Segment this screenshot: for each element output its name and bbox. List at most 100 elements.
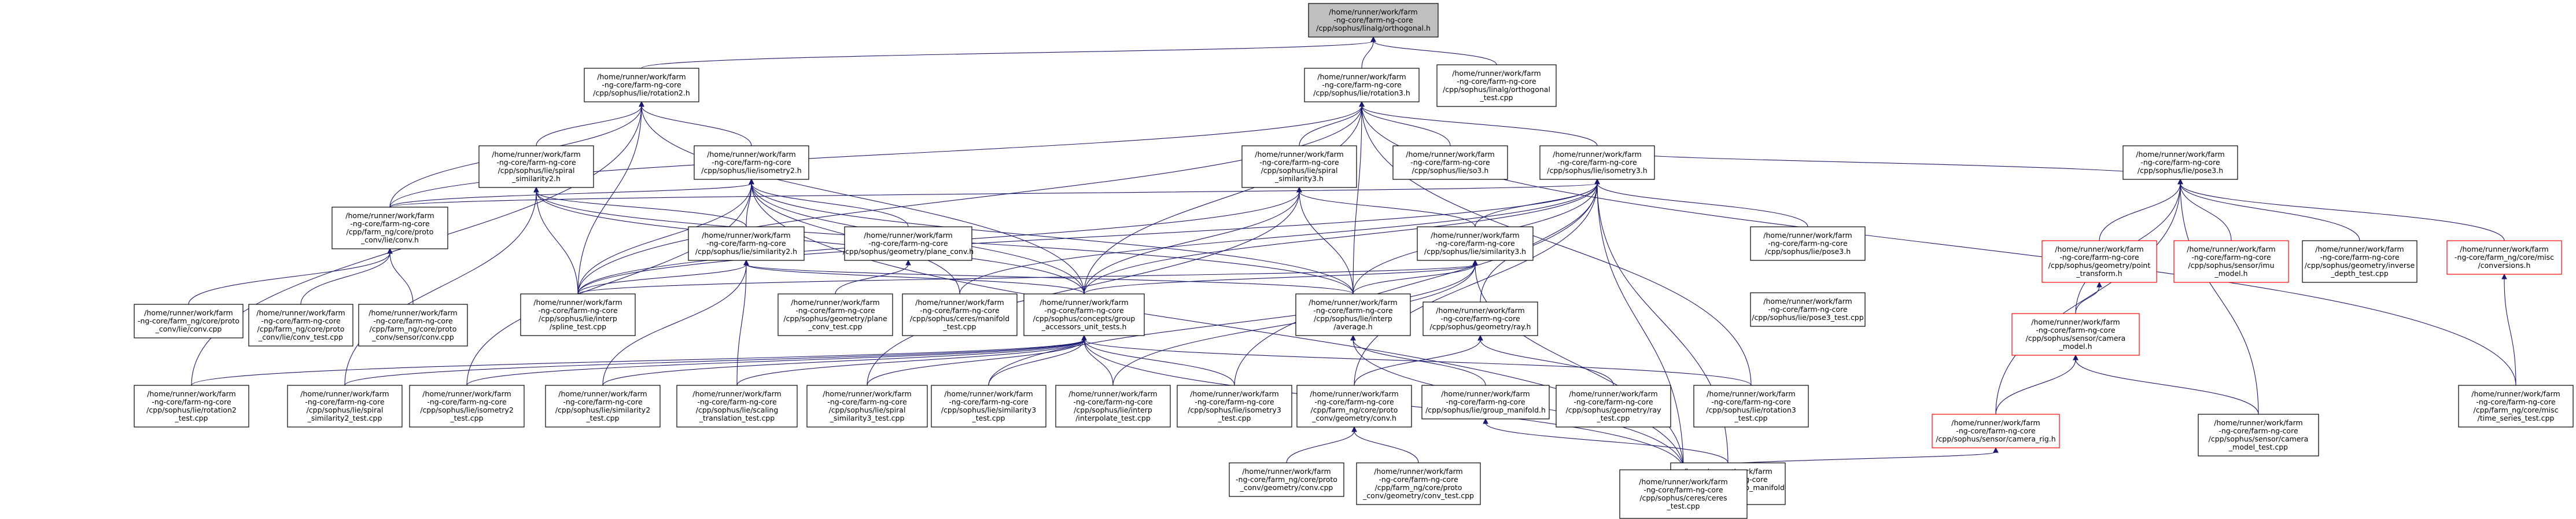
node-label-line: -ng-core/farm-ng-core: [1557, 158, 1637, 167]
graph-node[interactable]: /home/runner/work/farm-ng-core/farm-ng-c…: [287, 385, 403, 428]
graph-node[interactable]: /home/runner/work/farm-ng-core/farm_ng/c…: [2446, 240, 2562, 275]
node-label-line: /home/runner/work/farm: [1190, 389, 1278, 398]
graph-node[interactable]: /home/runner/work/farm-ng-core/farm-ng-c…: [409, 385, 525, 428]
graph-node[interactable]: /home/runner/work/farm-ng-core/farm-ng-c…: [331, 207, 448, 249]
graph-node[interactable]: /home/runner/work/farm-ng-core/farm-ng-c…: [1295, 293, 1411, 336]
node-label-line: /cpp/sophus/lie/pose3_test.cpp: [1752, 313, 1863, 322]
node-label-line: /conversions.h: [2478, 261, 2531, 270]
node-label-line: -ng-core/farm-ng-core: [1073, 397, 1153, 406]
graph-node[interactable]: /home/runner/work/farm-ng-core/farm-ng-c…: [2458, 385, 2574, 428]
edge-line: [2075, 286, 2100, 314]
node-label-line: _test.cpp: [1480, 93, 1513, 102]
graph-node[interactable]: /home/runner/work/farm-ng-core/farm-ng-c…: [1417, 226, 1534, 261]
node-box: [331, 207, 448, 249]
node-label-line: _transform.h: [2076, 269, 2122, 278]
graph-node[interactable]: /home/runner/work/farm-ng-core/farm-ng-c…: [1750, 226, 1866, 261]
edge-line: [641, 41, 1374, 69]
graph-node[interactable]: /home/runner/work/farm-ng-core/farm_ng/c…: [134, 304, 244, 338]
node-label-line: /home/runner/work/farm: [2315, 245, 2404, 253]
graph-node[interactable]: /home/runner/work/farm-ng-core/farm-ng-c…: [688, 226, 805, 261]
graph-node[interactable]: /home/runner/work/farm-ng-core/farm-ng-c…: [694, 145, 809, 180]
node-box: [694, 145, 809, 180]
graph-node[interactable]: /home/runner/work/farm-ng-core/farm-ng-c…: [1296, 385, 1412, 428]
node-box: [1693, 385, 1809, 428]
edge-line: [2180, 183, 2232, 241]
graph-node[interactable]: /home/runner/work/farm-ng-core/farm-ng-c…: [1436, 64, 1557, 107]
node-label-line: /cpp/sophus/ceres/manifold: [910, 314, 1009, 323]
edge-line: [466, 339, 1085, 386]
edge-line: [1084, 339, 1235, 386]
graph-node[interactable]: /home/runner/work/farm-ng-core/farm-ng-c…: [2302, 240, 2417, 283]
edge-line: [389, 105, 1362, 208]
edge-line: [835, 264, 909, 295]
node-box: [806, 385, 928, 428]
edge-line: [577, 105, 1362, 295]
graph-node[interactable]: /home/runner/work/farm-ng-core/farm-ng-c…: [584, 68, 699, 102]
graph-node[interactable]: /home/runner/work/farm-ng-core/farm-ng-c…: [1241, 145, 1357, 188]
edge-arrowhead: [1472, 259, 1478, 266]
dependency-edge: [2073, 354, 2259, 415]
graph-node[interactable]: /home/runner/work/farm-ng-core/farm-ng-c…: [843, 226, 974, 261]
node-label-line: -ng-core/farm_ng/core/misc: [2455, 253, 2554, 262]
graph-node[interactable]: /home/runner/work/farm-ng-core/farm-ng-c…: [1304, 68, 1420, 102]
graph-node[interactable]: /home/runner/work/farm-ng-core/farm_ng/c…: [1229, 462, 1344, 497]
graph-node[interactable]: /home/runner/work/farm-ng-core/farm-ng-c…: [520, 293, 636, 336]
node-label-line: /home/runner/work/farm: [1639, 477, 1727, 486]
dependency-edge: [1354, 178, 1600, 386]
node-label-line: -ng-core/farm-ng-core: [152, 397, 231, 406]
graph-node[interactable]: /home/runner/work/farm-ng-core/farm-ng-c…: [1422, 301, 1538, 336]
graph-node[interactable]: /home/runner/work/farm-ng-core/farm-ng-c…: [1932, 414, 2060, 448]
graph-node[interactable]: /home/runner/work/farm-ng-core/farm-ng-c…: [134, 385, 249, 428]
graph-node[interactable]: /home/runner/work/farm-ng-core/farm-ng-c…: [1023, 293, 1145, 336]
node-box: [1421, 385, 1550, 419]
edge-line: [867, 191, 1300, 386]
node-label-line: /cpp/farm_ng/core/misc: [2474, 406, 2559, 414]
node-label-line: /home/runner/work/farm: [300, 389, 389, 398]
graph-node[interactable]: /home/runner/work/farm-ng-core/farm-ng-c…: [1556, 385, 1671, 428]
node-label-line: -ng-core/farm-ng-core: [563, 397, 643, 406]
graph-node[interactable]: /home/runner/work/farm-ng-core/farm-ng-c…: [1421, 385, 1550, 419]
node-label-line: -ng-core/farm-ng-core: [538, 306, 618, 315]
graph-node[interactable]: /home/runner/work/farm-ng-core/farm-ng-c…: [1392, 145, 1508, 180]
edge-arrowhead: [1370, 36, 1376, 42]
graph-node[interactable]: /home/runner/work/farm-ng-core/farm-ng-c…: [1693, 385, 1809, 428]
edge-arrowhead: [2501, 273, 2507, 279]
edge-line: [988, 339, 1085, 386]
graph-node[interactable]: /home/runner/work/farm-ng-core/farm-ng-c…: [545, 385, 661, 428]
dependency-edge: [533, 186, 578, 295]
graph-node[interactable]: /home/runner/work/farm-ng-core/farm-ng-c…: [931, 385, 1046, 428]
dependency-edge: [1472, 259, 1684, 470]
node-label-line: _accessors_unit_tests.h: [1041, 322, 1127, 331]
graph-node[interactable]: /home/runner/work/farm-ng-core/farm-ng-c…: [777, 293, 893, 336]
graph-node[interactable]: /home/runner/work/farm-ng-core/farm-ng-c…: [2011, 313, 2140, 356]
graph-node[interactable]: /home/runner/work/farm-ng-core/farm-ng-c…: [2173, 240, 2289, 283]
graph-node[interactable]: /home/runner/work/farm-ng-core/farm-ng-c…: [1177, 385, 1292, 428]
node-label-line: /cpp/sophus/lie/similarity2.h: [695, 247, 797, 256]
node-label-line: /home/runner/work/farm: [692, 389, 781, 398]
node-box: [777, 293, 893, 336]
graph-node[interactable]: /home/runner/work/farm-ng-core/farm-ng-c…: [2198, 414, 2319, 457]
graph-node[interactable]: /home/runner/work/farm-ng-core/farm-ng-c…: [1055, 385, 1171, 428]
node-label-line: _conv/lie/conv.cpp: [155, 325, 222, 333]
graph-node[interactable]: /home/runner/work/farm-ng-core/farm-ng-c…: [1539, 145, 1655, 180]
edge-line: [959, 183, 1598, 295]
graph-node[interactable]: /home/runner/work/farm-ng-core/farm-ng-c…: [358, 304, 468, 347]
edge-line: [536, 191, 1085, 295]
graph-node[interactable]: /home/runner/work/farm-ng-core/farm-ng-c…: [478, 145, 594, 188]
graph-node[interactable]: /home/runner/work/farm-ng-core/farm-ng-c…: [248, 304, 353, 347]
graph-node[interactable]: /home/runner/work/farm-ng-core/farm-ng-c…: [1619, 469, 1748, 519]
node-label-line: /cpp/sophus/geometry/plane_conv.h: [843, 247, 974, 256]
graph-node[interactable]: /home/runner/work/farm-ng-core/farm-ng-c…: [1750, 292, 1866, 327]
graph-node[interactable]: /home/runner/work/farm-ng-core/farm-ng-c…: [676, 385, 798, 428]
node-label-line: /home/runner/work/farm: [147, 389, 235, 398]
edge-line: [751, 183, 1354, 295]
graph-node[interactable]: /home/runner/work/farm-ng-core/farm-ng-c…: [806, 385, 928, 428]
graph-node[interactable]: /home/runner/work/farm-ng-core/farm-ng-c…: [1356, 462, 1481, 505]
node-label-line: /home/runner/work/farm: [2214, 418, 2302, 427]
node-label-line: /cpp/farm_ng/core/proto: [1375, 483, 1462, 492]
graph-node[interactable]: /home/runner/work/farm-ng-core/farm-ng-c…: [2122, 145, 2238, 180]
graph-node[interactable]: /home/runner/work/farm-ng-core/farm-ng-c…: [902, 293, 1018, 336]
dependency-edge: [577, 101, 1365, 295]
node-label-line: /cpp/sophus/lie/pose3.h: [2138, 166, 2223, 175]
graph-node[interactable]: /home/runner/work/farm-ng-core/farm-ng-c…: [2041, 240, 2157, 283]
